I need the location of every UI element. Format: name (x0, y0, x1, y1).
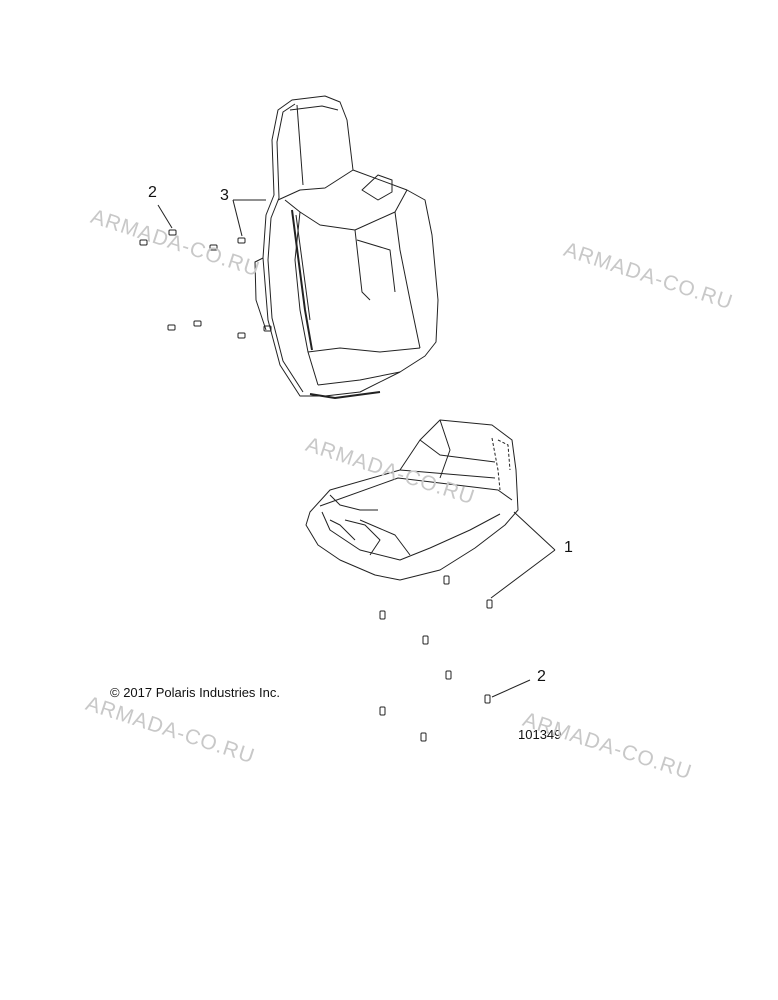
callout-1: 1 (564, 539, 573, 556)
callout-3: 3 (220, 187, 229, 204)
figure-number: 101349 (518, 727, 562, 742)
seat-cushion (305, 419, 519, 581)
cushion-fasteners (379, 575, 493, 742)
callout-2-top: 2 (148, 184, 157, 201)
callout-2-bottom: 2 (537, 668, 546, 685)
seat-backrest (254, 95, 439, 399)
copyright-notice: © 2017 Polaris Industries Inc. (110, 685, 280, 700)
backrest-fasteners (139, 229, 272, 339)
leader-lines (157, 199, 556, 698)
